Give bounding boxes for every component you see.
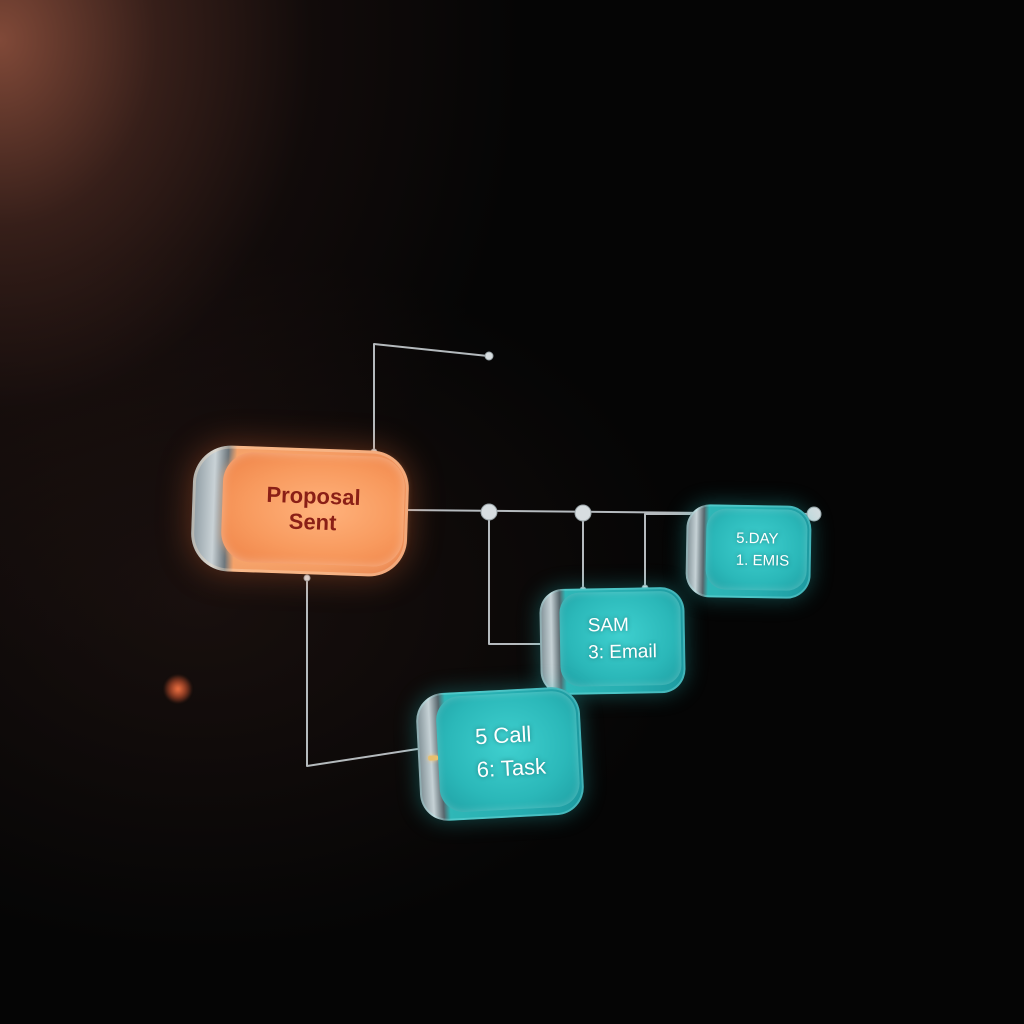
connector-junction xyxy=(574,504,592,522)
node-label-line: 1. EMIS xyxy=(735,551,790,570)
node-label-line: 5.DAY xyxy=(736,529,779,548)
step-node-call[interactable]: 5 Call 6: Task xyxy=(414,685,586,823)
step-node-face: SAM 3: Email xyxy=(559,590,682,687)
step-node-face: 5.DAY 1. EMIS xyxy=(705,508,808,592)
connection-handle[interactable] xyxy=(427,755,439,761)
step-node-email[interactable]: SAM 3: Email xyxy=(539,586,686,696)
step-node-day[interactable]: 5.DAY 1. EMIS xyxy=(685,503,812,600)
node-label-line: 6: Task xyxy=(476,753,547,783)
connector-to-day-node xyxy=(644,513,691,589)
node-label-line: SAM xyxy=(587,614,630,637)
node-label-line: Proposal xyxy=(266,481,362,511)
connector-end-dot xyxy=(484,351,494,361)
proposal-sent-node[interactable]: Proposal Sent xyxy=(189,444,411,578)
connector-junction xyxy=(480,503,498,521)
connector-to-email-node xyxy=(488,511,547,645)
connector-top-branch xyxy=(373,343,489,453)
connector-anchor xyxy=(303,574,311,582)
proposal-sent-node-face: Proposal Sent xyxy=(220,451,406,568)
step-node-face: 5 Call 6: Task xyxy=(434,690,581,814)
node-label-line: 3: Email xyxy=(588,641,658,664)
connector-end-dot xyxy=(806,506,822,522)
connector-to-call-node xyxy=(306,575,425,767)
node-label-line: 5 Call xyxy=(474,721,532,750)
ambient-glow-dot xyxy=(164,675,192,703)
node-label-line: Sent xyxy=(288,508,337,536)
